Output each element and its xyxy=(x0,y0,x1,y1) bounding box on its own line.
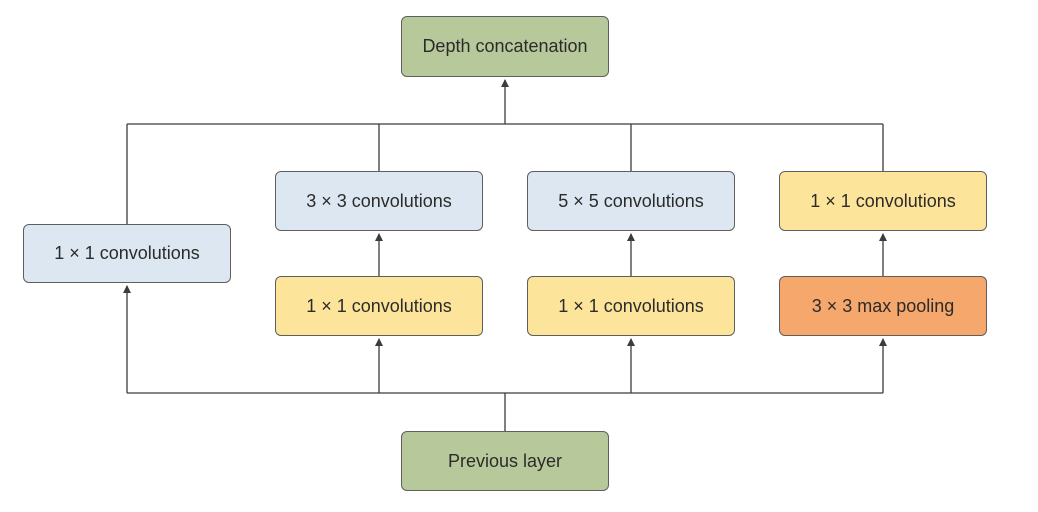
branch2-conv3x3-box: 3 × 3 convolutions xyxy=(275,171,483,231)
branch4-maxpool-label: 3 × 3 max pooling xyxy=(811,295,955,316)
branch3-conv5x5-label: 5 × 5 convolutions xyxy=(558,190,704,211)
branch3-reduce1x1-label: 1 × 1 convolutions xyxy=(558,295,704,316)
branch3-conv5x5-box: 5 × 5 convolutions xyxy=(527,171,735,231)
branch4-conv1x1-box: 1 × 1 convolutions xyxy=(779,171,987,231)
branch3-reduce1x1-box: 1 × 1 convolutions xyxy=(527,276,735,336)
previous-layer-label: Previous layer xyxy=(447,450,563,471)
branch1-conv1x1-label: 1 × 1 convolutions xyxy=(54,243,200,263)
branch4-maxpool-box: 3 × 3 max pooling xyxy=(779,276,987,336)
branch4-conv1x1-label: 1 × 1 convolutions xyxy=(810,190,956,211)
branch2-reduce1x1-label: 1 × 1 convolutions xyxy=(306,295,452,316)
previous-layer-box: Previous layer xyxy=(401,431,609,491)
branch2-conv3x3-label: 3 × 3 convolutions xyxy=(306,190,452,211)
branch1-conv1x1-box: 1 × 1 convolutions xyxy=(23,224,231,283)
depth-concatenation-label: Depth concatenation xyxy=(422,36,588,56)
depth-concatenation-box: Depth concatenation xyxy=(401,16,609,77)
branch2-reduce1x1-box: 1 × 1 convolutions xyxy=(275,276,483,336)
